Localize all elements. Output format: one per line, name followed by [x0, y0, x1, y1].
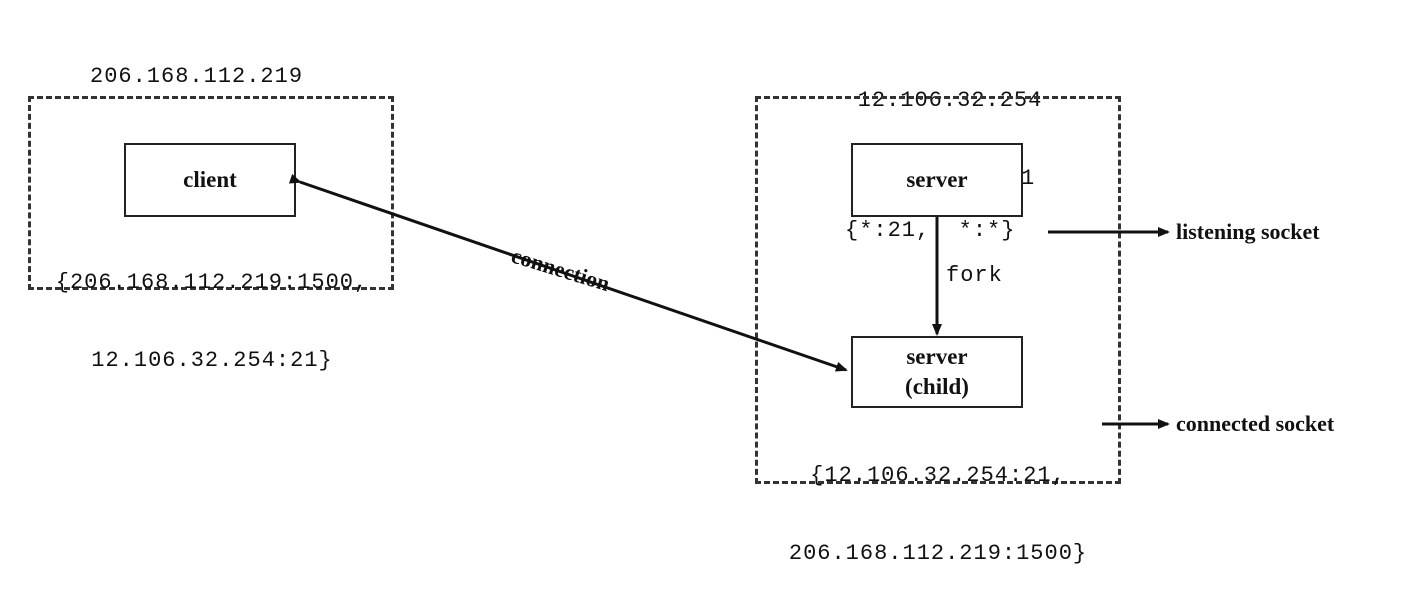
- server-child-process-box: server (child): [851, 336, 1023, 408]
- server-process-label: server: [906, 167, 968, 192]
- server-host-address-1: 12.106.32.254: [857, 88, 1043, 113]
- connected-socket-annotation: connected socket: [1176, 411, 1335, 436]
- client-process-label: client: [183, 167, 237, 192]
- diagram-arrows: [288, 174, 1170, 429]
- server-process-box: server: [851, 143, 1023, 217]
- server-child-label-line1: server: [906, 344, 968, 369]
- server-child-label-line2: (child): [905, 374, 969, 399]
- connection-arrow: [288, 174, 848, 372]
- client-host-address: 206.168.112.219: [90, 64, 304, 89]
- connected-socket-line2: 206.168.112.219:1500}: [788, 541, 1088, 566]
- fork-label: fork: [946, 263, 1003, 288]
- listening-socket-pair: {*:21, *:*}: [845, 218, 1016, 243]
- client-process-box: client: [124, 143, 296, 217]
- listening-socket-annotation: listening socket: [1176, 219, 1320, 244]
- connected-socket-line1: {12.106.32.254:21,: [810, 463, 1066, 488]
